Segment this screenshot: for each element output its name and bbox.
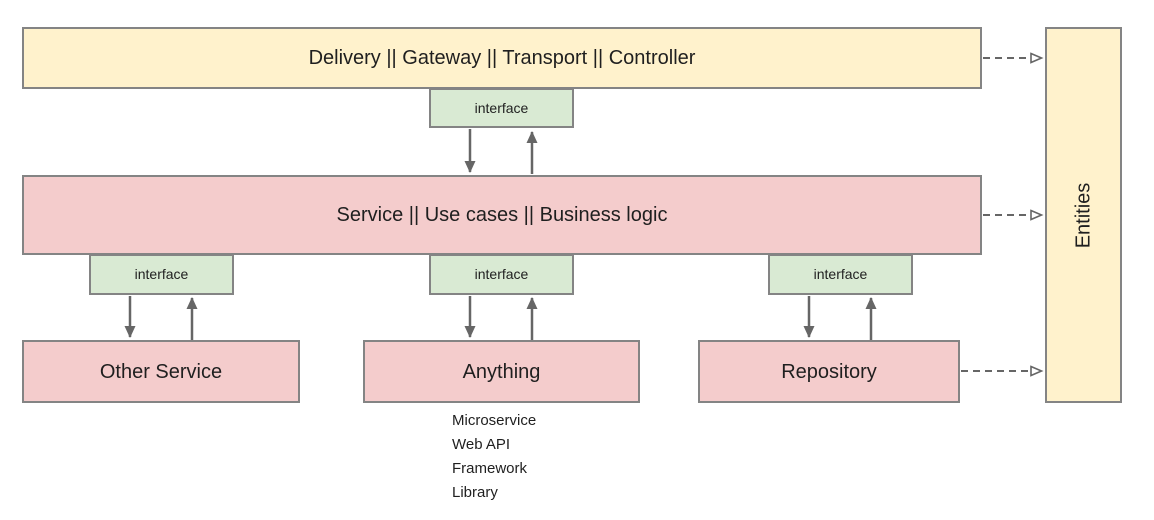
anything-example-item: Web API bbox=[452, 436, 511, 453]
anything-examples-list: Microservice Web API Framework Library bbox=[452, 409, 536, 505]
service-layer-box: Service || Use cases || Business logic bbox=[22, 175, 982, 255]
interface-label: interface bbox=[474, 266, 529, 283]
interface-box-left: interface bbox=[89, 254, 234, 295]
interface-label: interface bbox=[813, 266, 868, 283]
interface-box-middle: interface bbox=[429, 254, 574, 295]
other-service-box: Other Service bbox=[22, 340, 300, 403]
other-service-label: Other Service bbox=[99, 360, 223, 383]
entities-box: Entities bbox=[1045, 27, 1122, 403]
service-layer-label: Service || Use cases || Business logic bbox=[336, 204, 668, 226]
interface-label: interface bbox=[134, 266, 189, 283]
interface-box-top: interface bbox=[429, 88, 574, 128]
entities-label: Entities bbox=[1072, 182, 1094, 248]
repository-label: Repository bbox=[781, 360, 877, 383]
anything-example-item: Library bbox=[452, 484, 498, 501]
anything-example-item: Framework bbox=[452, 460, 528, 477]
interface-box-right: interface bbox=[768, 254, 913, 295]
anything-label: Anything bbox=[462, 360, 541, 383]
anything-example-item: Microservice bbox=[452, 412, 537, 429]
anything-box: Anything bbox=[363, 340, 640, 403]
interface-label: interface bbox=[474, 99, 529, 116]
delivery-layer-box: Delivery || Gateway || Transport || Cont… bbox=[22, 27, 982, 89]
delivery-layer-label: Delivery || Gateway || Transport || Cont… bbox=[308, 47, 696, 69]
repository-box: Repository bbox=[698, 340, 960, 403]
